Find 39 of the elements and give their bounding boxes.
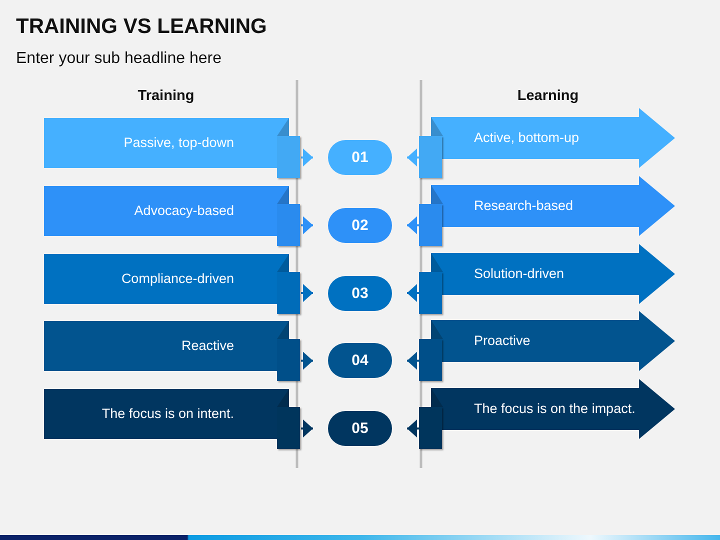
arrow — [301, 216, 313, 234]
arrow — [407, 284, 419, 302]
arrow-text: Proactive — [474, 333, 530, 350]
ribbon-banner — [44, 321, 301, 382]
arrow-text: The focus is on the impact. — [474, 400, 636, 418]
ribbon-banner — [44, 389, 301, 450]
ribbon-banner — [44, 254, 301, 314]
arrow-text: Active, bottom-up — [474, 130, 580, 146]
number-pill: 05 — [328, 411, 392, 446]
arrow — [407, 352, 419, 370]
number-pill: 04 — [328, 343, 392, 378]
arrow-banner — [419, 176, 676, 247]
bar-text: Reactive — [181, 338, 234, 354]
arrow — [301, 352, 313, 370]
arrow-text: Research-based — [474, 198, 574, 214]
number-pill: 03 — [328, 276, 392, 310]
subtitle: Enter your sub headline here — [16, 49, 222, 68]
ribbon-banner — [44, 118, 301, 179]
arrow-text: Solution-driven — [474, 265, 564, 282]
arrow — [407, 420, 419, 438]
bar-text: Advocacy-based — [134, 202, 234, 219]
ribbon-banner — [44, 186, 301, 247]
arrow-banner — [419, 311, 676, 382]
bar-text: Compliance-driven — [121, 270, 234, 287]
column-heading: Learning — [517, 88, 579, 106]
bar-text: The focus is on intent. — [102, 406, 234, 422]
number-pill: 01 — [328, 140, 392, 175]
arrow-banner — [419, 244, 676, 314]
column-heading: Training — [138, 88, 194, 106]
arrow-banner — [419, 379, 676, 450]
arrow — [301, 148, 313, 166]
slide-title: TRAINING VS LEARNING — [16, 15, 267, 40]
arrow — [301, 420, 313, 438]
arrow — [301, 284, 313, 302]
arrow-banner — [419, 108, 676, 179]
arrow — [407, 148, 419, 166]
number-pill: 02 — [328, 208, 392, 243]
bar-text: Passive, top-down — [124, 134, 234, 152]
arrow — [407, 216, 419, 234]
